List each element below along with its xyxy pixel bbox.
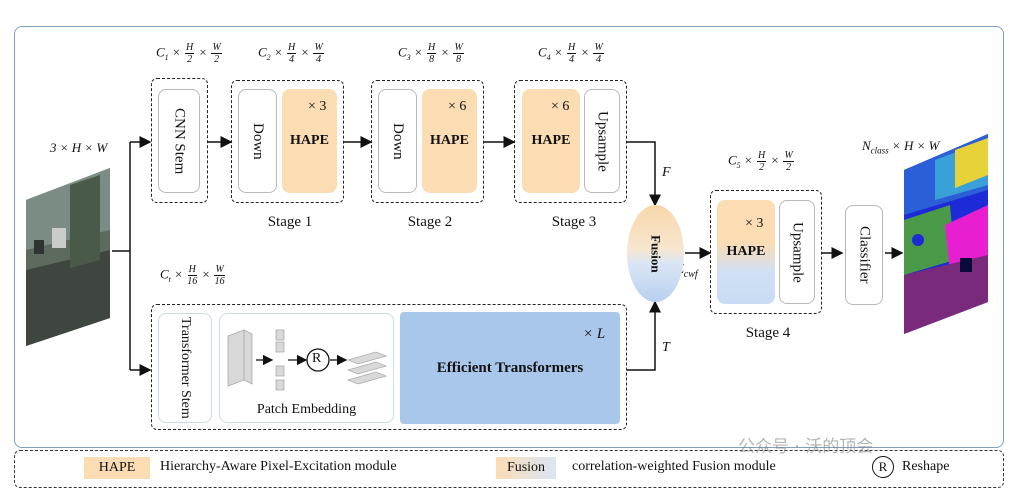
fusion-label: Fusion	[648, 234, 664, 273]
stage1-hape-block: HAPE	[282, 89, 337, 193]
legend	[14, 450, 1004, 488]
input-dim-label: 3 × H × W	[50, 140, 108, 155]
efficient-transformers-label: Efficient Transformers	[436, 359, 584, 376]
transformer-multiplier: × L	[583, 326, 606, 342]
stage4-upsample-block: Upsample	[779, 200, 815, 304]
fusion-module: Fusion	[627, 205, 684, 302]
classifier-block: Classifier	[845, 205, 883, 305]
stage4-hape-block: HAPE	[717, 200, 775, 304]
stage2-group	[371, 80, 484, 203]
cnn-stem-group	[151, 78, 208, 203]
patch-embedding-block: Patch Embedding	[219, 313, 394, 423]
transformer-stem-block: Transformer Stem	[158, 313, 212, 423]
legend-fusion-swatch: Fusion	[496, 457, 556, 479]
cnn-stem-label: CNN Stem	[171, 107, 188, 175]
legend-hape-desc: Hierarchy-Aware Pixel-Excitation module	[160, 459, 397, 474]
cnn-stem-block: CNN Stem	[158, 89, 200, 193]
stage2-multiplier: × 6	[448, 99, 467, 114]
stage2-hape-block: HAPE	[422, 89, 477, 193]
efficient-transformers-block: Efficient Transformers	[400, 312, 620, 424]
stage3-hape-block: HAPE	[522, 89, 580, 193]
legend-hape-swatch: HAPE	[84, 457, 150, 479]
stage3-label: Stage 3	[551, 214, 597, 230]
stage3-multiplier: × 6	[551, 99, 570, 114]
classifier-label: Classifier	[856, 226, 873, 284]
stage1-label: Stage 1	[267, 214, 313, 230]
legend-reshape-desc: Reshape	[902, 459, 950, 474]
stage3-group	[514, 80, 627, 203]
stage1-down-label: Down	[250, 122, 266, 160]
stage1-down-block: Down	[238, 89, 277, 193]
stage2-down-label: Down	[390, 122, 406, 160]
stage2-label: Stage 2	[407, 214, 453, 230]
signal-t-label: T	[662, 340, 670, 355]
stage3-upsample-label: Upsample	[594, 110, 611, 172]
stage4-multiplier: × 3	[745, 216, 764, 231]
watermark: 公众号 · 沃的顶会	[738, 437, 874, 457]
stage4-label: Stage 4	[745, 325, 791, 341]
stage1-group	[231, 80, 344, 203]
output-dim-label: Nclass × H × W	[862, 138, 940, 156]
stage4-upsample-label: Upsample	[789, 221, 806, 283]
stage1-multiplier: × 3	[308, 99, 327, 114]
stage2-down-block: Down	[378, 89, 417, 193]
stage3-upsample-block: Upsample	[584, 89, 620, 193]
transformer-stem-label: Transformer Stem	[178, 317, 193, 419]
reshape-symbol: R	[312, 351, 322, 366]
legend-reshape-symbol: R	[872, 456, 894, 478]
patch-embedding-label: Patch Embedding	[256, 402, 357, 417]
stage4-group	[710, 190, 822, 314]
transformer-group	[151, 304, 627, 430]
legend-fusion-desc: correlation-weighted Fusion module	[572, 459, 776, 474]
signal-f-label: F	[662, 165, 671, 180]
outer-frame	[14, 26, 1004, 448]
